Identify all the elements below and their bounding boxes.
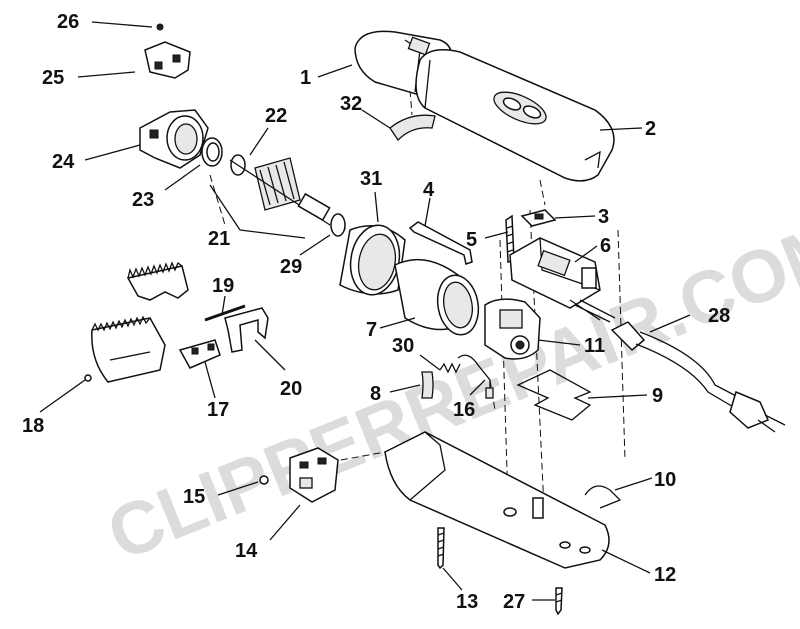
part-23-bearing-ring: [201, 137, 223, 167]
part-8-clip: [421, 371, 434, 399]
part-9-insulator-sheet: [516, 369, 592, 421]
part-upper-blade: [126, 261, 189, 301]
watermark-text: CLIPPERREPAIR.COM: [96, 204, 800, 576]
leader-lines: [39, 21, 691, 601]
callout-2: 2: [645, 118, 656, 140]
part-31-sleeve: [339, 224, 406, 296]
part-15-screw: [259, 475, 269, 485]
callout-21: 21: [208, 228, 230, 250]
callout-29: 29: [280, 256, 302, 278]
part-12-bottom-housing: [384, 431, 610, 569]
callout-20: 20: [280, 378, 302, 400]
callout-1: 1: [300, 67, 311, 89]
part-20-tension-spring: [224, 307, 269, 353]
part-21-22-armature: [229, 154, 331, 226]
part-32-switch-slide: [389, 114, 436, 142]
part-29-washer: [330, 213, 346, 237]
callout-14: 14: [235, 540, 258, 562]
part-25-top-bracket: [144, 41, 191, 79]
callout-28: 28: [708, 305, 730, 327]
part-14-hinge-bracket: [289, 447, 339, 503]
part-4-flat-bracket: [408, 221, 473, 265]
part-6-switch-assembly: [509, 237, 616, 323]
callout-18: 18: [22, 415, 44, 437]
callout-3: 3: [598, 206, 609, 228]
part-16-wire-lead: [457, 354, 494, 399]
callout-17: 17: [207, 399, 229, 421]
part-30-spring: [439, 362, 461, 374]
callout-9: 9: [652, 385, 663, 407]
part-10-wire-clip: [584, 485, 622, 509]
part-17-blade-plate: [178, 339, 221, 369]
callout-4: 4: [423, 179, 435, 201]
watermark: CLIPPERREPAIR.COM: [96, 204, 800, 576]
callout-32: 32: [340, 93, 362, 115]
callout-22: 22: [265, 105, 287, 127]
callout-26: 26: [57, 11, 79, 33]
callout-8: 8: [370, 383, 381, 405]
part-11-motor-bracket: [484, 298, 541, 360]
callout-16: 16: [453, 399, 475, 421]
callout-15: 15: [183, 486, 205, 508]
callout-25: 25: [42, 67, 64, 89]
callout-12: 12: [654, 564, 676, 586]
callout-7: 7: [366, 319, 377, 341]
callout-24: 24: [52, 151, 75, 173]
part-19-pin: [204, 304, 246, 322]
callout-19: 19: [212, 275, 234, 297]
callout-30: 30: [392, 335, 414, 357]
callout-10: 10: [654, 469, 676, 491]
callout-11: 11: [584, 335, 605, 357]
callout-5: 5: [466, 229, 477, 251]
callout-6: 6: [600, 235, 611, 257]
part-28-power-cord: [610, 321, 786, 433]
callout-23: 23: [132, 189, 154, 211]
callout-31: 31: [360, 168, 382, 190]
part-26-screw: [156, 23, 164, 31]
part-27-screw: [555, 587, 563, 616]
part-13-screw: [437, 527, 445, 570]
callout-13: 13: [456, 591, 478, 613]
callout-27: 27: [503, 591, 525, 613]
part-3-bracket: [520, 209, 557, 227]
part-24-blade-housing: [139, 109, 209, 169]
part-2-main-housing: [415, 49, 615, 182]
part-7-motor-can: [394, 258, 480, 336]
callout-labels: 1 2 3 4 5 6 7 8 9 10 11 12 13 14 15 16 1…: [22, 11, 730, 613]
part-18-lower-blade: [84, 315, 166, 383]
